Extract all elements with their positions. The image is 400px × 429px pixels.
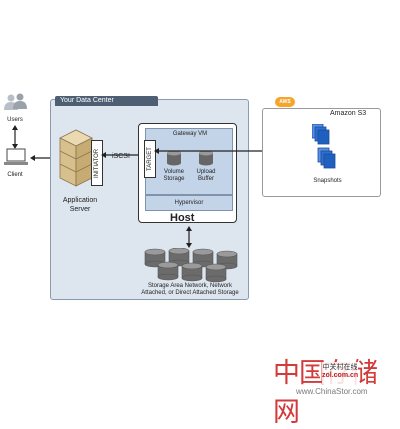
laptop-icon bbox=[4, 148, 28, 165]
volume-storage-icon bbox=[167, 150, 181, 166]
data-center-title: Your Data Center bbox=[55, 96, 158, 106]
snapshots-label: Snapshots bbox=[313, 178, 342, 184]
initiator-label: INITIATOR bbox=[91, 140, 103, 186]
volume-storage-label-2: Storage bbox=[163, 176, 185, 182]
server-icon bbox=[59, 129, 93, 187]
target-label: TARGET bbox=[144, 140, 156, 178]
watermark-logo-url: zol.com.cn bbox=[322, 372, 359, 379]
upload-buffer-label-1: Upload bbox=[196, 169, 216, 175]
storage-label-2: Attached, or Direct Attached Storage bbox=[141, 290, 239, 296]
storage-disks-icon bbox=[144, 248, 238, 283]
host-label: Host bbox=[170, 212, 195, 224]
hypervisor-box: Hypervisor bbox=[145, 195, 233, 211]
watermark-logo: 中关村在线 zol.com.cn bbox=[322, 362, 358, 384]
application-server-label-2: Server bbox=[69, 206, 91, 213]
aws-badge: AWS bbox=[275, 97, 295, 107]
watermark-url: www.ChinaStor.com bbox=[296, 387, 368, 396]
amazon-s3-title: Amazon S3 bbox=[330, 110, 367, 117]
upload-buffer-label-2: Buffer bbox=[198, 176, 214, 182]
users-icon bbox=[4, 93, 27, 110]
host-storage-arrow bbox=[186, 226, 192, 248]
gateway-vm-label: Gateway VM bbox=[172, 131, 208, 137]
snapshots-icon bbox=[312, 124, 336, 169]
client-label: Client bbox=[7, 172, 23, 178]
upload-buffer-icon bbox=[199, 150, 213, 166]
users-label: Users bbox=[7, 117, 23, 123]
gateway-vm-box bbox=[145, 128, 233, 195]
application-server-label-1: Application bbox=[62, 197, 98, 204]
volume-storage-label-1: Volume bbox=[163, 169, 184, 175]
iscsi-label: iSCSI bbox=[112, 153, 130, 160]
watermark-logo-cn: 中关村在线 bbox=[322, 363, 358, 371]
storage-label-1: Storage Area Network, Network bbox=[147, 283, 233, 289]
users-client-arrow bbox=[12, 125, 18, 149]
